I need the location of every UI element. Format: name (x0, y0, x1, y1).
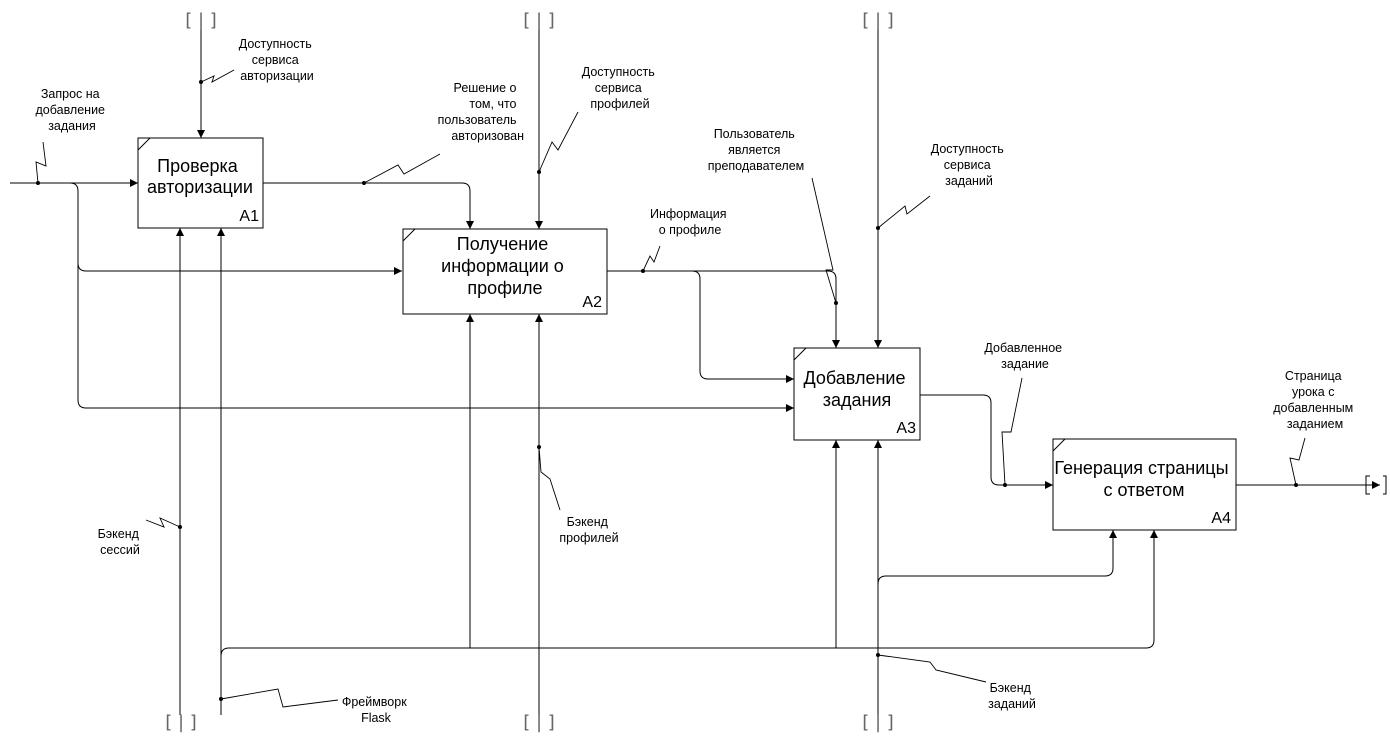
activity-box-a2[interactable]: Получение информации о профиле A2 (402, 228, 608, 315)
label-task-service: Доступность сервиса заданий (931, 142, 1008, 188)
activity-box-a3[interactable]: Добавление задания A3 (793, 347, 921, 441)
tunnel-bottom-2: [ | ] (523, 712, 555, 733)
activity-box-a1[interactable]: Проверка авторизации A1 (137, 137, 264, 229)
svg-text:Генерация страницы с отв: Генерация страницы с ответом (1054, 458, 1233, 500)
arrow-labels: Запрос на добавление задания Доступность… (36, 37, 1357, 725)
label-profile-service: Доступность сервиса профилей (582, 65, 659, 111)
label-input-request: Запрос на добавление задания (36, 87, 109, 133)
box-a3-title: Добавление (804, 368, 906, 388)
label-leaders (35, 69, 1306, 708)
box-a3-code: A3 (896, 420, 916, 437)
added-task-arrow (920, 394, 1053, 489)
box-a1-code: A1 (239, 208, 259, 225)
label-flask-framework: Фреймворк Flask (342, 695, 410, 725)
box-a4-title: Генерация страницы (1054, 458, 1228, 478)
label-auth-service: Доступность сервиса авторизации (239, 37, 316, 83)
box-a1-title: авторизации (147, 177, 253, 197)
label-result-page: Страница урока с добавленным заданием (1273, 369, 1357, 431)
tunnel-glyphs: [ | ] [ | ] [ | ] [ | ] [ | ] [ | ] (165, 10, 894, 733)
svg-text:Добавление задания: Добавление задания (804, 368, 911, 410)
activity-box-a4[interactable]: Генерация страницы с ответом A4 (1052, 438, 1237, 531)
task-backend-to-a4 (877, 530, 1117, 585)
box-a4-code: A4 (1211, 510, 1231, 527)
user-teacher-arrow (692, 270, 840, 348)
profile-info-arrow (607, 270, 794, 383)
box-a2-title: Получение (457, 234, 548, 254)
label-auth-decision: Решение о том, что пользователь авторизо… (438, 81, 524, 143)
junction-dots (36, 80, 1298, 701)
label-profile-info: Информация о профиле (650, 207, 730, 237)
flask-bus (220, 639, 1155, 657)
output-tunnel (1365, 475, 1387, 495)
auth-decision-arrow (263, 182, 474, 229)
box-a3-title: задания (823, 390, 892, 410)
input-branch-to-a3 (77, 263, 794, 412)
box-a1-title: Проверка (157, 156, 239, 176)
label-profile-backend: Бэкенд профилей (559, 515, 618, 545)
label-added-task: Добавленное задание (984, 341, 1065, 371)
svg-text:Получение информации о: Получение информации о профиле (441, 234, 569, 298)
box-a2-title: информации о (441, 256, 564, 276)
tunnel-top-2: [ | ] (523, 10, 555, 31)
tunnel-bottom-1: [ | ] (165, 712, 197, 733)
box-a2-code: A2 (582, 294, 602, 311)
tunnel-bottom-3: [ | ] (862, 712, 894, 733)
tunnel-top-1: [ | ] (185, 10, 217, 31)
label-user-is-teacher: Пользователь является преподавателем (708, 127, 805, 173)
svg-text:Проверка авторизации: Проверка авторизации (147, 156, 253, 197)
tunnel-top-3: [ | ] (862, 10, 894, 31)
arrows (10, 22, 1380, 715)
box-a4-title: с ответом (1103, 480, 1184, 500)
label-task-backend: Бэкенд заданий (988, 681, 1036, 711)
box-a2-title: профиле (467, 278, 542, 298)
label-session-backend: Бэкенд сессий (98, 527, 143, 557)
